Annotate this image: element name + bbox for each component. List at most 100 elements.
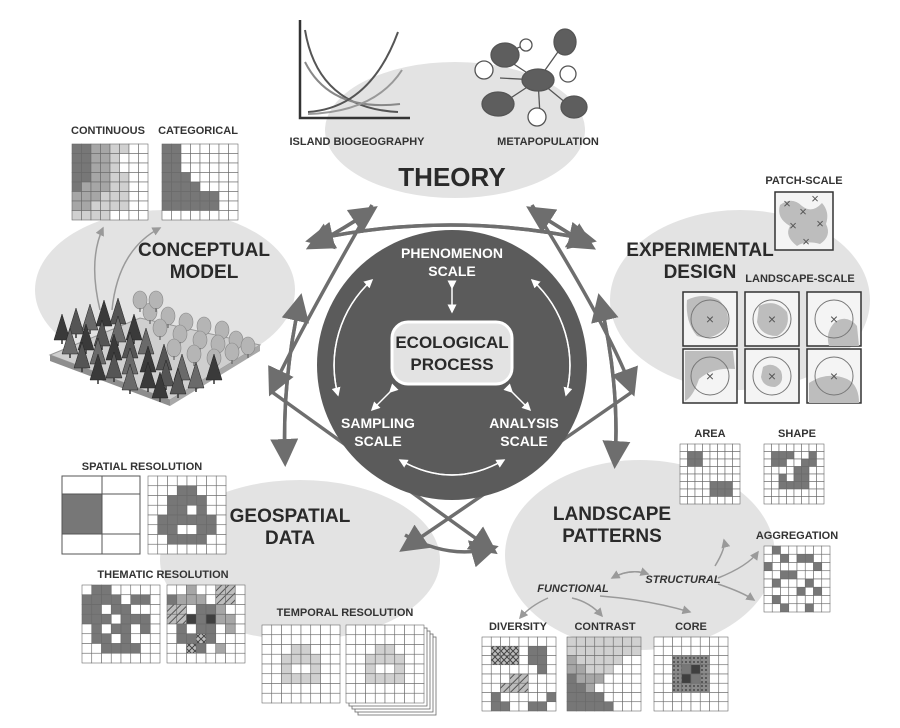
grid-cell: [355, 653, 366, 665]
grid-cell: [195, 652, 207, 664]
grid-cell: [176, 652, 187, 664]
grid-cell: [234, 594, 246, 605]
grid-cell: [374, 653, 386, 665]
grid-cell: [261, 692, 273, 704]
grid-cell: [300, 634, 312, 645]
grid-cell: [413, 683, 425, 694]
grid-cell: [821, 562, 831, 572]
grid-cell: [138, 162, 149, 173]
grid-cell: [149, 643, 161, 654]
grid-cell: [320, 673, 331, 684]
grid-cell: [190, 143, 201, 154]
grid-cell: [147, 485, 159, 496]
grid-cell: [234, 623, 246, 635]
grid-cell: [808, 488, 817, 497]
grid-cell: [206, 534, 217, 545]
grid-cell: [801, 473, 810, 482]
grid-cell: [801, 488, 810, 497]
grid-cell: [603, 655, 614, 666]
grid-cell: [91, 633, 102, 644]
grid-cell: [821, 603, 831, 613]
grid-cell: [709, 443, 718, 452]
grid-cell: [186, 594, 197, 605]
grid-cell: [537, 701, 548, 712]
grid-cell: [71, 200, 82, 211]
grid-cell: [180, 153, 191, 164]
landscape-plot: ×: [806, 291, 862, 347]
grid-cell: [71, 191, 82, 202]
grid-cell: [157, 543, 168, 555]
sampling-double-arrow: [370, 383, 399, 412]
core-cycle-ring-6: [530, 278, 571, 396]
grid-cell: [796, 570, 806, 580]
grid-cell: [176, 613, 187, 625]
grid-cell: [329, 644, 341, 655]
grid-cell: [585, 664, 596, 675]
grid-cell: [91, 643, 102, 654]
grid-cell: [612, 673, 623, 684]
grid-cell: [821, 545, 831, 555]
grid-cell: [500, 645, 511, 656]
grid-cell: [101, 594, 112, 605]
grid-cell: [687, 443, 696, 452]
grid-cell: [763, 496, 772, 505]
grid-cell: [702, 458, 711, 467]
grid-cell: [90, 200, 101, 211]
grid-cell: [149, 613, 161, 625]
grid-cell: [732, 496, 741, 505]
grid-cell: [281, 644, 292, 655]
grid-cell: [566, 645, 577, 656]
grid-cell: [234, 633, 246, 644]
grid-cell: [81, 594, 93, 605]
landscape-plot: ×: [806, 348, 862, 404]
deciduous-tree: [152, 318, 168, 338]
grid-cell: [793, 458, 802, 467]
landscape-plot: ×: [682, 348, 738, 404]
grid-cell: [206, 524, 217, 535]
grid-cell: [404, 644, 415, 655]
grid-cell: [119, 191, 130, 202]
phenomenon-scale-label-1: PHENOMENON: [401, 245, 503, 261]
habitat-patch: [757, 303, 788, 336]
grid-cell: [662, 692, 673, 703]
grid-cell: [786, 481, 795, 490]
grid-cell: [171, 181, 182, 192]
grid-cell: [804, 578, 814, 588]
grid-cell: [290, 653, 302, 665]
grid-cell: [631, 664, 642, 675]
grid-cell: [225, 584, 236, 596]
grid-cell: [816, 451, 825, 460]
grid-cell: [90, 210, 101, 221]
grid-cell: [218, 162, 229, 173]
grid-cell: [100, 200, 111, 211]
grid-cell: [261, 644, 273, 655]
grid-cell: [176, 495, 188, 506]
grid-cell: [225, 604, 236, 615]
arrow-conceptual-theory: [311, 206, 378, 248]
grid-cell: [281, 663, 292, 675]
grid-cell: [215, 613, 226, 625]
core-grid: [653, 636, 729, 712]
grid-cell: [622, 673, 633, 684]
grid-cell: [813, 603, 823, 613]
grid-cell: [167, 504, 178, 516]
grid-cell: [404, 683, 415, 694]
core-cycle-ring-5: [333, 278, 374, 396]
grid-cell: [345, 683, 357, 694]
grid-cell: [110, 643, 122, 654]
grid-cell: [120, 652, 132, 664]
grid-cell: [763, 443, 772, 452]
grid-cell: [808, 481, 817, 490]
grid-cell: [603, 682, 614, 693]
grid-cell: [796, 603, 806, 613]
grid-cell: [218, 191, 229, 202]
grid-cell: [778, 466, 787, 475]
grid-cell: [119, 153, 130, 164]
grid-cell: [662, 682, 673, 693]
grid-cell: [199, 191, 210, 202]
ecological-process-line1: ECOLOGICAL: [395, 333, 508, 352]
grid-cell: [780, 553, 790, 563]
grid-cell: [694, 451, 703, 460]
grid-cell: [509, 692, 520, 703]
deciduous-tree: [166, 338, 182, 358]
